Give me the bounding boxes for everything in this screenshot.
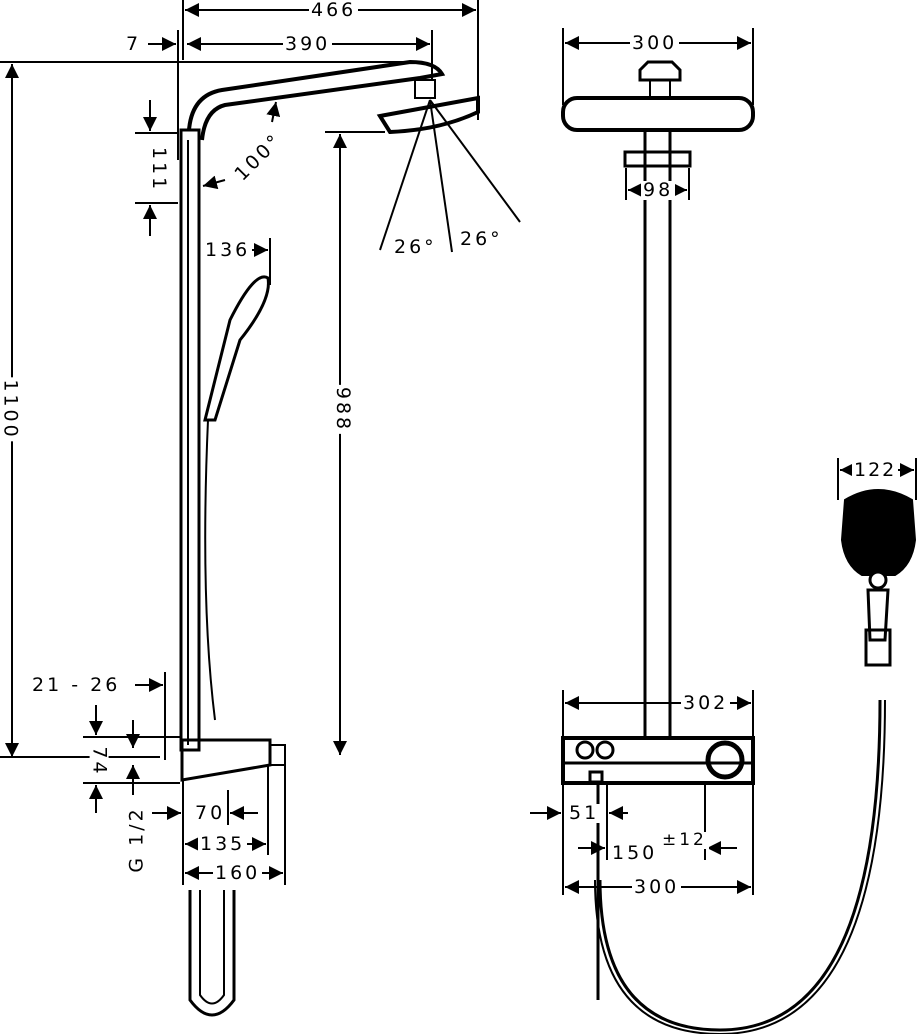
dim-handshower-projection: 136 (203, 239, 253, 261)
dim-wall-distance-range: 21 - 26 (30, 674, 123, 696)
dim-head-width: 300 (630, 32, 680, 54)
dim-head-height: 988 (332, 384, 355, 435)
dim-handshower-head-width: 122 (852, 459, 899, 481)
front-view (530, 28, 886, 1034)
dim-thermostat-width: 302 (681, 692, 731, 714)
dim-inlet-spacing: 150 (610, 842, 660, 864)
dim-overall-depth: 466 (309, 0, 359, 21)
dim-spray-angle-right: 26° (458, 228, 505, 250)
side-view (0, 0, 521, 1017)
dim-wall-offset: 7 (124, 33, 144, 55)
dim-thermostat-depth: 135 (198, 833, 248, 855)
dim-thermostat-total-depth: 160 (213, 862, 263, 884)
dim-bracket-height: 111 (148, 144, 171, 195)
dim-spray-angle-left: 26° (392, 236, 439, 258)
handshower-view (837, 458, 917, 667)
dim-total-height: 1100 (0, 377, 22, 442)
dim-thermostat-height: 74 (88, 744, 111, 779)
dim-outlet-offset: 70 (193, 802, 228, 824)
dim-arm-reach: 390 (283, 33, 333, 55)
dim-arm-mount-width: 98 (641, 179, 676, 201)
dim-inlet-offset: 51 (567, 802, 602, 824)
dim-connection-thread: G 1/2 (125, 804, 148, 875)
dim-inlet-tolerance: ±12 (660, 830, 709, 850)
dim-bottom-width: 300 (632, 876, 682, 898)
